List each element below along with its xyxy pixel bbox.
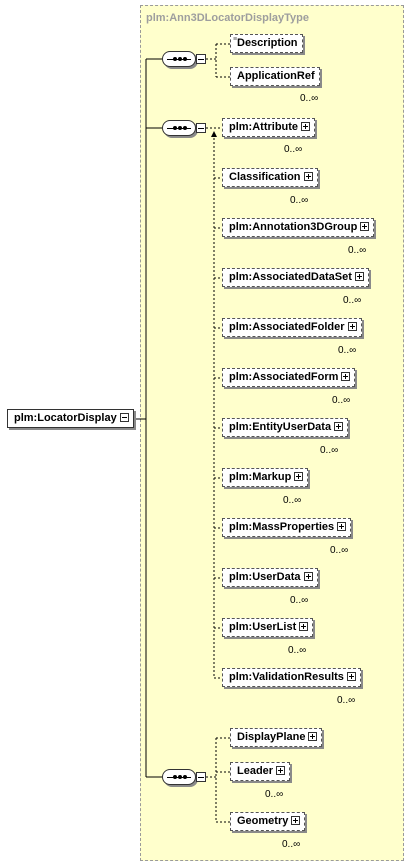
expand-icon[interactable] <box>341 371 351 381</box>
complex-type-title: plm:Ann3DLocatorDisplayType <box>146 12 309 24</box>
element-attribute[interactable]: plm:Attribute <box>222 118 316 137</box>
expand-icon[interactable] <box>291 815 301 825</box>
element-user-data[interactable]: plm:UserData <box>222 568 318 587</box>
expand-icon[interactable] <box>294 471 304 481</box>
element-geometry[interactable]: Geometry <box>230 812 306 831</box>
cardinality-label: 0..∞ <box>290 595 309 606</box>
cardinality-label: 0..∞ <box>343 295 362 306</box>
expand-icon[interactable] <box>308 731 318 741</box>
sequence-compositor-1 <box>162 51 196 67</box>
expand-icon[interactable] <box>301 121 311 131</box>
cardinality-label: 0..∞ <box>320 445 339 456</box>
element-associated-form[interactable]: plm:AssociatedForm <box>222 368 356 387</box>
collapse-sequence-1-icon[interactable] <box>196 54 206 64</box>
expand-icon[interactable] <box>347 321 357 331</box>
root-element-label: plm:LocatorDisplay <box>14 412 117 424</box>
root-element-locator-display[interactable]: plm:LocatorDisplay <box>7 409 134 428</box>
element-description[interactable]: ≡ Description <box>230 34 303 53</box>
cardinality-label: 0..∞ <box>288 645 307 656</box>
sequence-compositor-3 <box>162 769 196 785</box>
cardinality-label: 0..∞ <box>330 545 349 556</box>
cardinality-label: 0..∞ <box>282 839 301 850</box>
collapse-sequence-3-icon[interactable] <box>196 772 206 782</box>
cardinality-label: 0..∞ <box>338 345 357 356</box>
expand-icon[interactable] <box>346 671 356 681</box>
expand-icon[interactable] <box>360 221 370 231</box>
element-entity-user-data[interactable]: plm:EntityUserData <box>222 418 349 437</box>
element-display-plane[interactable]: DisplayPlane <box>230 728 323 747</box>
expand-icon[interactable] <box>337 521 347 531</box>
element-user-list[interactable]: plm:UserList <box>222 618 314 637</box>
collapse-icon[interactable] <box>119 412 129 422</box>
expand-icon[interactable] <box>303 171 313 181</box>
documentation-icon: ≡ <box>233 36 238 43</box>
expand-icon[interactable] <box>354 271 364 281</box>
cardinality-label: 0..∞ <box>348 245 367 256</box>
expand-icon[interactable] <box>303 571 313 581</box>
cardinality-label: 0..∞ <box>290 195 309 206</box>
element-associated-folder[interactable]: plm:AssociatedFolder <box>222 318 362 337</box>
element-mass-properties[interactable]: plm:MassProperties <box>222 518 352 537</box>
element-classification[interactable]: Classification <box>222 168 318 187</box>
cardinality-label: 0..∞ <box>284 144 303 155</box>
cardinality-label: 0..∞ <box>265 789 284 800</box>
cardinality-label: 0..∞ <box>337 695 356 706</box>
cardinality-label: 0..∞ <box>283 495 302 506</box>
expand-icon[interactable] <box>276 765 286 775</box>
element-annotation-3d-group[interactable]: plm:Annotation3DGroup <box>222 218 375 237</box>
cardinality-label: 0..∞ <box>332 395 351 406</box>
expand-icon[interactable] <box>299 621 309 631</box>
sequence-compositor-2 <box>162 120 196 136</box>
element-markup[interactable]: plm:Markup <box>222 468 309 487</box>
element-leader[interactable]: Leader <box>230 762 291 781</box>
element-validation-results[interactable]: plm:ValidationResults <box>222 668 361 687</box>
cardinality-label: 0..∞ <box>300 93 319 104</box>
expand-icon[interactable] <box>334 421 344 431</box>
element-application-ref[interactable]: ApplicationRef <box>230 67 320 86</box>
element-associated-data-set[interactable]: plm:AssociatedDataSet <box>222 268 369 287</box>
collapse-sequence-2-icon[interactable] <box>196 123 206 133</box>
